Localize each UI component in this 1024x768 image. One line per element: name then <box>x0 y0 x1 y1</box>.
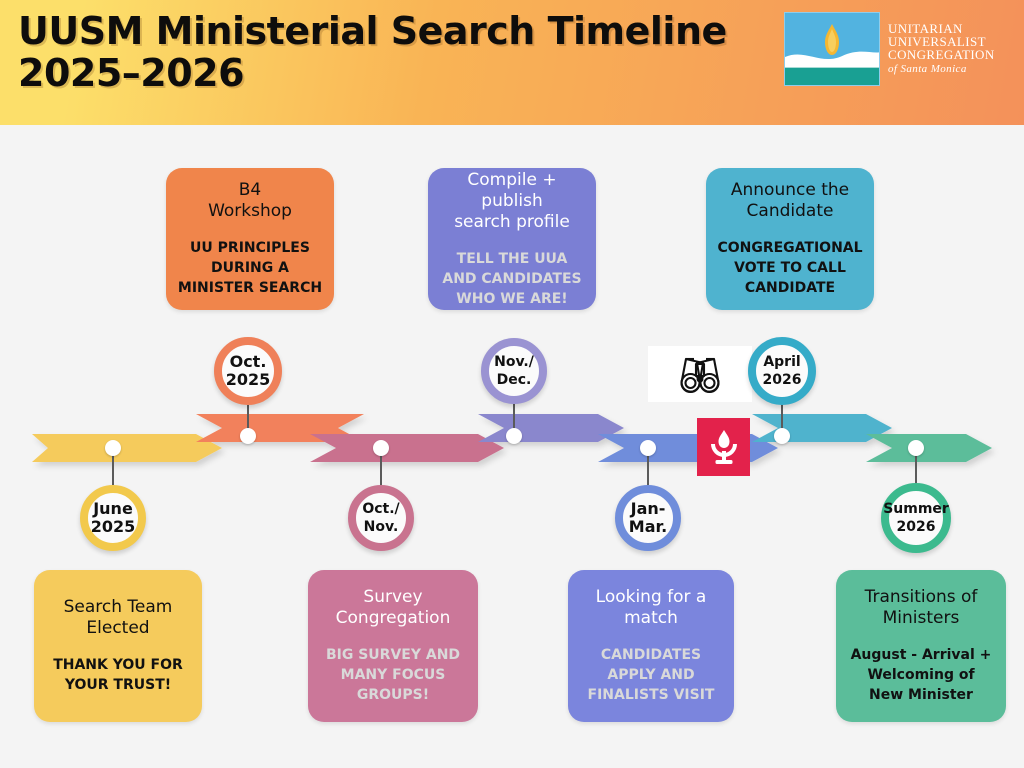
card-transitions-of-ministers[interactable]: Transitions of Ministers August - Arriva… <box>836 570 1006 722</box>
marker-june-2025[interactable]: June 2025 <box>80 485 146 551</box>
arrow-segment-april <box>752 414 892 442</box>
marker-label: Nov./ Dec. <box>494 354 534 388</box>
logo-wordmark: UNITARIAN UNIVERSALIST CONGREGATION of S… <box>888 22 995 76</box>
marker-node-dot <box>373 440 389 456</box>
card-subtitle: CONGREGATIONAL VOTE TO CALL CANDIDATE <box>717 240 863 296</box>
card-search-team-elected[interactable]: Search Team Elected THANK YOU FOR YOUR T… <box>34 570 202 722</box>
marker-summer-2026[interactable]: Summer 2026 <box>881 483 951 553</box>
card-title: Looking for a match <box>595 587 707 628</box>
marker-label: June 2025 <box>90 499 136 536</box>
marker-jan-mar[interactable]: Jan- Mar. <box>615 485 681 551</box>
marker-node-dot <box>774 428 790 444</box>
marker-stem <box>513 404 515 436</box>
marker-node-dot <box>908 440 924 456</box>
arrow-segment-nov-dec <box>478 414 624 442</box>
page-title: UUSM Ministerial Search Timeline 2025–20… <box>18 9 727 95</box>
marker-node-dot <box>506 428 522 444</box>
logo-line-3: CONGREGATION <box>888 47 995 62</box>
card-subtitle: UU PRINCIPLES DURING A MINISTER SEARCH <box>177 240 323 296</box>
card-title: Compile + publish search profile <box>454 169 570 232</box>
marker-stem <box>781 405 783 436</box>
card-title: Survey Congregation <box>335 587 451 628</box>
binoculars-icon <box>648 346 752 402</box>
arrow-segment-jan-mar <box>598 434 778 462</box>
marker-label: Jan- Mar. <box>628 499 668 536</box>
uua-chalice-icon <box>697 418 750 476</box>
marker-nov-dec[interactable]: Nov./ Dec. <box>481 338 547 404</box>
card-subtitle: August - Arrival + Welcoming of New Mini… <box>850 647 992 703</box>
marker-label: April 2026 <box>762 354 802 388</box>
flame-icon <box>825 24 839 56</box>
arrow-segment-summer <box>866 434 992 462</box>
marker-stem <box>112 448 114 485</box>
marker-node-dot <box>240 428 256 444</box>
marker-node-dot <box>105 440 121 456</box>
arrow-segment-oct-nov <box>310 434 504 462</box>
marker-stem <box>915 448 917 483</box>
uusm-logo: UNITARIAN UNIVERSALIST CONGREGATION of S… <box>784 8 1020 90</box>
marker-label: Oct. 2025 <box>225 352 271 389</box>
marker-label: Summer 2026 <box>883 501 949 535</box>
marker-oct-nov[interactable]: Oct./ Nov. <box>348 485 414 551</box>
card-looking-for-a-match[interactable]: Looking for a match CANDIDATES APPLY AND… <box>568 570 734 722</box>
page-header: UUSM Ministerial Search Timeline 2025–20… <box>0 0 1024 125</box>
card-subtitle: TELL THE UUA AND CANDIDATES WHO WE ARE! <box>442 250 582 307</box>
card-subtitle: THANK YOU FOR YOUR TRUST! <box>53 657 183 693</box>
marker-stem <box>247 405 249 436</box>
arrow-segment-june <box>32 434 222 462</box>
card-survey-congregation[interactable]: Survey Congregation BIG SURVEY AND MANY … <box>308 570 478 722</box>
card-title: Transitions of Ministers <box>864 587 978 628</box>
logo-line-4: of Santa Monica <box>888 63 967 75</box>
logo-line-2: UNIVERSALIST <box>888 34 986 49</box>
card-subtitle: BIG SURVEY AND MANY FOCUS GROUPS! <box>325 647 461 703</box>
marker-stem <box>647 448 649 485</box>
card-title: Announce the Candidate <box>730 180 850 221</box>
card-subtitle: CANDIDATES APPLY AND FINALISTS VISIT <box>587 647 715 703</box>
card-title: B4 Workshop <box>208 180 292 221</box>
marker-label: Oct./ Nov. <box>362 501 400 535</box>
card-b4-workshop[interactable]: B4 Workshop UU PRINCIPLES DURING A MINIS… <box>166 168 334 310</box>
logo-line-1: UNITARIAN <box>888 21 963 36</box>
card-title: Search Team Elected <box>63 597 173 638</box>
marker-oct-2025[interactable]: Oct. 2025 <box>214 337 282 405</box>
marker-node-dot <box>640 440 656 456</box>
card-announce-candidate[interactable]: Announce the Candidate CONGREGATIONAL VO… <box>706 168 874 310</box>
congregation-logo-mark <box>784 12 880 86</box>
marker-april-2026[interactable]: April 2026 <box>748 337 816 405</box>
marker-stem <box>380 448 382 485</box>
card-search-profile[interactable]: Compile + publish search profile TELL TH… <box>428 168 596 310</box>
logo-wave-icon <box>785 51 879 68</box>
